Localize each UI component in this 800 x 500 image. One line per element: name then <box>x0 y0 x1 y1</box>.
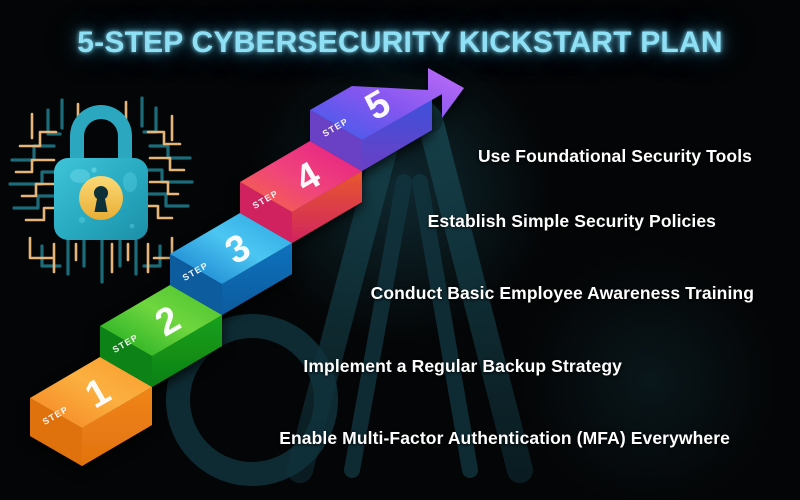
padlock-highlight-2 <box>123 172 137 192</box>
step-2-block[interactable]: STEP 2 <box>100 285 222 387</box>
step-5-left-face <box>310 110 362 171</box>
step-4-number: 4 <box>288 154 327 201</box>
step-3-number: 3 <box>218 226 257 273</box>
step-5-front-face <box>362 99 432 171</box>
step-3-label: Conduct Basic Employee Awareness Trainin… <box>370 283 754 303</box>
padlock-highlight-dot-3 <box>129 223 135 229</box>
step-5-number: 5 <box>358 82 397 129</box>
padlock-shackle <box>70 105 132 162</box>
step-1-front-face <box>82 387 152 466</box>
circuit-traces-teal <box>8 96 194 284</box>
step-1-top-face <box>30 357 152 428</box>
step-3-front-face <box>222 243 292 315</box>
padlock-highlight-dot-2 <box>78 216 86 224</box>
step-4-front-face <box>292 171 362 243</box>
step-2-left-face <box>100 326 152 387</box>
step-5-step-word: STEP <box>321 116 351 139</box>
step-1-number: 1 <box>78 370 117 417</box>
step-1-label: Enable Multi-Factor Authentication (MFA)… <box>279 428 730 448</box>
step-5-top-face-arrow <box>310 68 464 140</box>
circuit-traces-tan <box>14 100 186 274</box>
step-2-step-word: STEP <box>111 332 141 355</box>
padlock-highlight-dot <box>91 167 97 173</box>
step-4-top-face <box>240 141 362 212</box>
step-1-block[interactable]: STEP 1 <box>30 357 152 466</box>
padlock-circuit-icon <box>8 96 194 284</box>
step-4-left-face <box>240 182 292 243</box>
step-2-label: Implement a Regular Backup Strategy <box>303 356 622 376</box>
page-title: 5-STEP CYBERSECURITY KICKSTART PLAN <box>77 26 723 59</box>
padlock-keyhole <box>93 185 109 212</box>
step-1-left-face <box>30 398 82 466</box>
step-2-top-face <box>100 285 222 356</box>
padlock-highlight <box>70 169 90 183</box>
step-4-label: Establish Simple Security Policies <box>427 211 716 231</box>
step-4-block[interactable]: STEP 4 <box>240 141 362 243</box>
step-2-number: 2 <box>148 298 187 345</box>
step-5-block[interactable]: STEP 5 <box>310 68 464 171</box>
step-2-front-face <box>152 315 222 387</box>
step-4-step-word: STEP <box>251 188 281 211</box>
step-1-step-word: STEP <box>41 404 71 427</box>
step-5-label: Use Foundational Security Tools <box>477 146 752 166</box>
